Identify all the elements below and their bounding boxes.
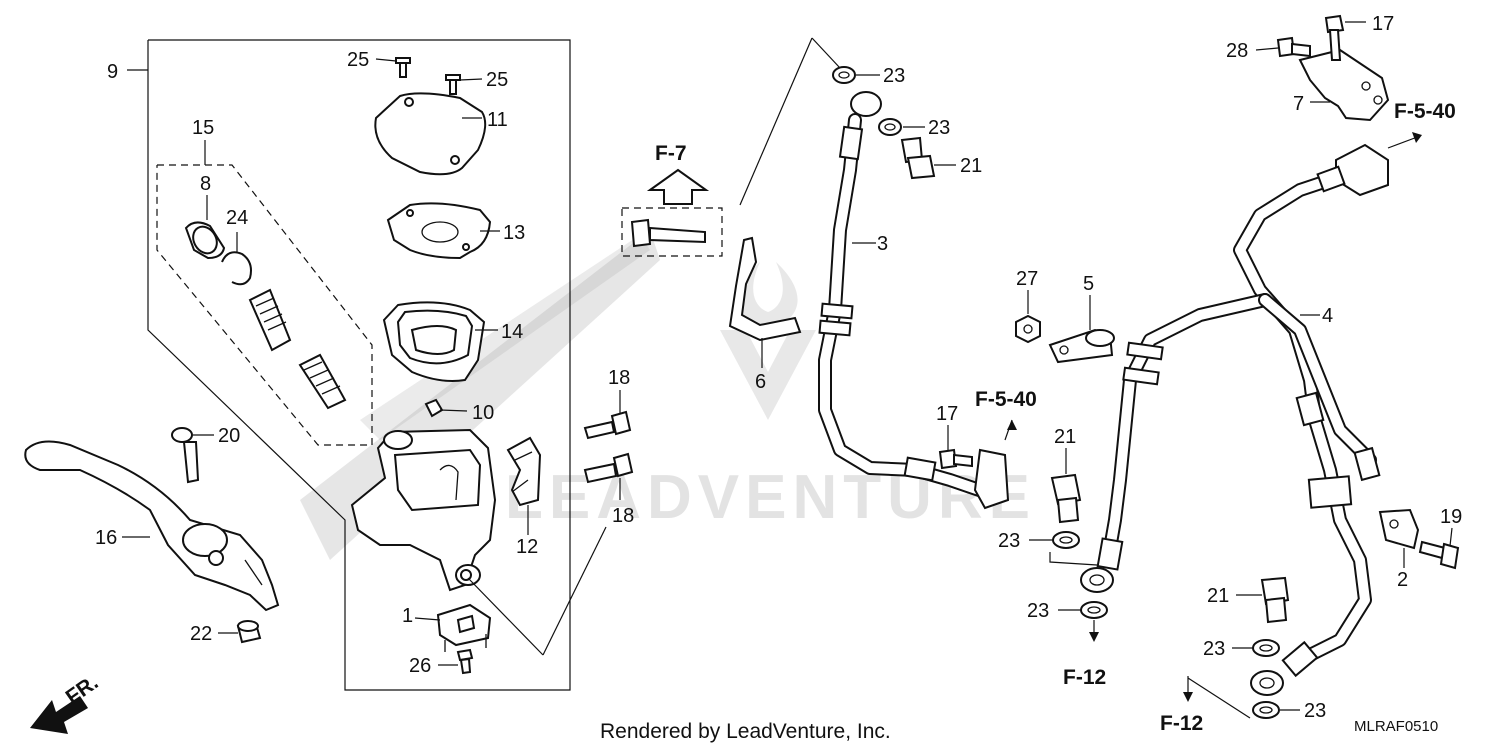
- reference-labels: F-7 F-5-40 F-5-40 F-12 F-12: [655, 100, 1456, 735]
- bolt-28: [1276, 36, 1311, 58]
- callout-23a: 23: [883, 65, 905, 87]
- callout-9: 9: [107, 61, 118, 83]
- switch-1: [436, 603, 492, 652]
- callout-2: 2: [1397, 569, 1408, 591]
- washer-23a: [832, 66, 856, 84]
- washer-23c: [1052, 531, 1080, 549]
- banjo-lower-right: [1250, 670, 1284, 696]
- footer-credit: Rendered by LeadVenture, Inc.: [600, 720, 891, 743]
- callout-20: 20: [218, 425, 240, 447]
- ref-f7: F-7: [655, 142, 687, 165]
- ref-f540-mid: F-5-40: [975, 388, 1037, 411]
- nut-27: [1015, 314, 1041, 344]
- callout-26: 26: [409, 655, 431, 677]
- callout-3: 3: [877, 233, 888, 255]
- bolt-17a: [1324, 14, 1345, 61]
- bolt-f7: [630, 218, 706, 248]
- front-arrow: FR.: [30, 671, 103, 734]
- circlip-24: [221, 251, 252, 286]
- bolt-18b: [583, 452, 634, 484]
- ref-f540-top: F-5-40: [1394, 100, 1456, 123]
- callout-16: 16: [95, 527, 117, 549]
- assembly-frame-15: [156, 164, 373, 446]
- callout-23e: 23: [1203, 638, 1225, 660]
- callout-25a: 25: [347, 49, 369, 71]
- callout-17b: 17: [936, 403, 958, 425]
- callout-4: 4: [1322, 305, 1333, 327]
- brake-lever-16: [24, 440, 280, 612]
- spring: [298, 353, 347, 410]
- washer-23f: [1252, 701, 1280, 719]
- screw-25a: [395, 57, 411, 78]
- callout-10: 10: [472, 402, 494, 424]
- ref-f12-a: F-12: [1063, 666, 1106, 689]
- pivot-bolt-20: [171, 427, 200, 484]
- piston: [248, 288, 292, 352]
- banjo-lower-left: [1080, 567, 1114, 593]
- callout-23f: 23: [1304, 700, 1326, 722]
- bracket-6: [728, 236, 802, 342]
- piston-cup-8: [184, 221, 226, 260]
- callout-17a: 17: [1372, 13, 1394, 35]
- callout-5: 5: [1083, 273, 1094, 295]
- callout-27: 27: [1016, 268, 1038, 290]
- ref-f12-b: F-12: [1160, 712, 1203, 735]
- callout-12: 12: [516, 536, 538, 558]
- screw-26: [456, 648, 474, 675]
- diaphragm-14: [382, 301, 486, 382]
- bolt-21c: [1260, 576, 1290, 624]
- screw-25b: [445, 74, 461, 95]
- bolt-21a: [900, 136, 936, 180]
- callout-24: 24: [226, 207, 248, 229]
- bracket-mid: [973, 448, 1010, 510]
- callout-7: 7: [1293, 93, 1304, 115]
- callout-15: 15: [192, 117, 214, 139]
- clamp-5: [1048, 328, 1115, 364]
- callout-21c: 21: [1207, 585, 1229, 607]
- reservoir-cap-11: [374, 92, 487, 176]
- callout-18a: 18: [608, 367, 630, 389]
- callout-18b: 18: [612, 505, 634, 527]
- bolt-19: [1418, 540, 1460, 570]
- master-cylinder-body: [350, 428, 497, 592]
- callout-1: 1: [402, 605, 413, 627]
- assembly-frame-9: [147, 39, 571, 691]
- bolt-21b: [1050, 473, 1082, 524]
- callout-23c: 23: [998, 530, 1020, 552]
- clip-2: [1378, 508, 1420, 550]
- callout-8: 8: [200, 173, 211, 195]
- bolt-reference-box: [621, 207, 723, 257]
- holder-12: [506, 436, 542, 507]
- callout-23d: 23: [1027, 600, 1049, 622]
- callout-23b: 23: [928, 117, 950, 139]
- f7-arrow: [646, 168, 710, 205]
- callouts: 1 2 3 4 5 6 7 8 9 10 11 12 13 14 15 16 1…: [95, 13, 1462, 722]
- front-label: FR.: [62, 671, 103, 709]
- brake-hose-3: [818, 91, 992, 499]
- washer-23b: [878, 118, 902, 136]
- callout-11: 11: [487, 109, 508, 131]
- brake-hose-4: [1096, 168, 1381, 678]
- diagram-code: MLRAF0510: [1354, 718, 1438, 735]
- callout-21b: 21: [1054, 426, 1076, 448]
- bolt-17b: [938, 448, 973, 470]
- callout-28: 28: [1226, 40, 1248, 62]
- bolt-18a: [583, 410, 632, 440]
- callout-22: 22: [190, 623, 212, 645]
- callout-6: 6: [755, 371, 766, 393]
- cap-22: [236, 620, 262, 644]
- washer-23e: [1252, 639, 1280, 657]
- callout-21a: 21: [960, 155, 982, 177]
- watermark-text: LEADVENTURE: [505, 463, 1036, 532]
- callout-19: 19: [1440, 506, 1462, 528]
- callout-14: 14: [501, 321, 523, 343]
- callout-13: 13: [503, 222, 525, 244]
- plate-13: [386, 202, 492, 260]
- washer-23d: [1080, 601, 1108, 619]
- callout-25b: 25: [486, 69, 508, 91]
- bracket-7: [1298, 48, 1390, 122]
- banjo-upper: [1316, 143, 1389, 197]
